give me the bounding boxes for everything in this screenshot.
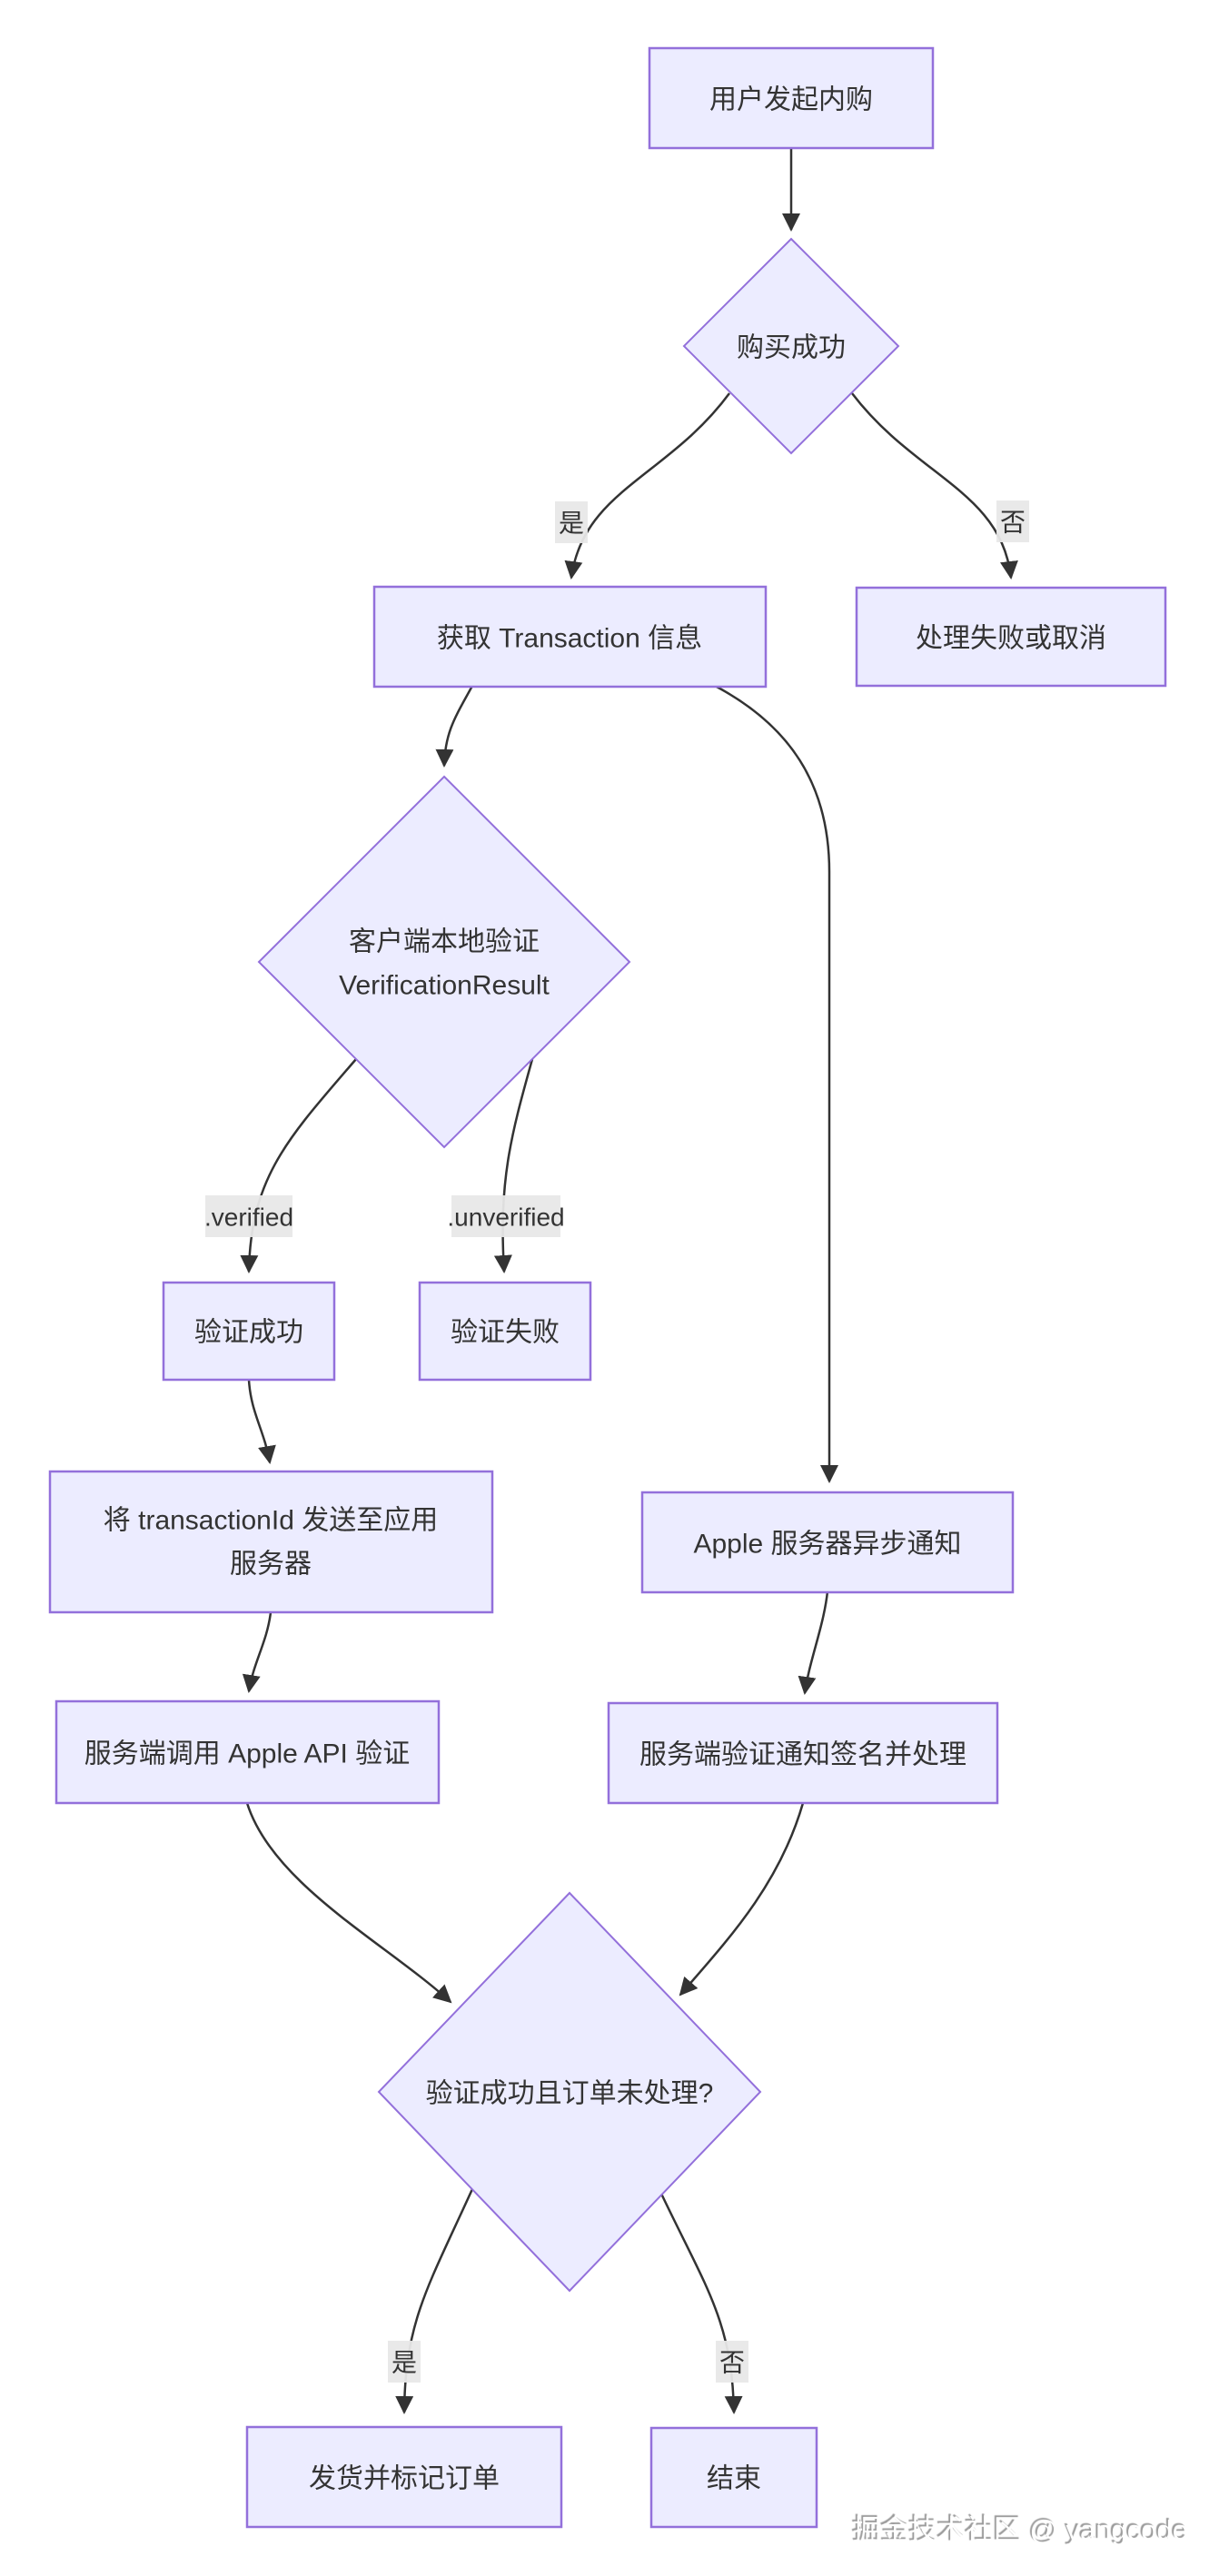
edge-label-bg [388,2341,421,2383]
node-purchase-success-decision: 购买成功 [682,237,900,455]
node-handle-fail: 处理失败或取消 [855,586,1167,688]
node-rect [55,1699,441,1805]
decision-diamond [257,775,631,1149]
edge-send-tid-to-server-api-verify [242,1611,273,1693]
node-rect [640,1491,1015,1594]
node-label: 发货并标记订单 [309,2464,500,2494]
node-rect [649,2426,818,2529]
node-server-notify-verify: 服务端验证通知签名并处理 [607,1701,999,1805]
edge-purchase-success-yes-to-get-transaction [564,392,731,580]
edge-get-transaction-to-client-verify [435,685,474,768]
edge-label-yes-bottom: 是 [388,2341,421,2383]
edge-server-notify-verify-to-order-check [679,1802,805,1996]
node-rect [48,1470,494,1614]
decision-diamond [377,1891,762,2293]
node-rect [607,1701,999,1805]
node-rect [245,2425,563,2529]
node-rect [648,46,935,150]
edge-client-verify-unverified-to-verify-fail [493,1058,534,1273]
edge-labels-layer: 是 否 .verified .unverified 是 否 [204,500,1029,2383]
edge-label-text: 否 [719,2349,745,2377]
edge-label-bg [555,501,588,543]
node-rect [855,586,1167,688]
node-label: 验证成功且订单未处理? [426,2079,714,2109]
node-label-line1: 将 transactionId 发送至应用 [104,1506,438,1536]
edge-label-text: .unverified [447,1204,564,1232]
edge-label-bg [205,1195,292,1237]
node-label: 处理失败或取消 [916,624,1106,654]
node-client-verify-decision: 客户端本地验证 VerificationResult [257,775,631,1149]
node-label: 获取 Transaction 信息 [437,624,702,654]
node-order-check-decision: 验证成功且订单未处理? [377,1891,762,2293]
edge-label-no-top: 否 [996,500,1029,542]
node-apple-notify: Apple 服务器异步通知 [640,1491,1015,1594]
edge-verify-ok-to-send-tid [247,1379,276,1464]
node-label-line1: 客户端本地验证 [349,927,540,957]
edge-server-api-verify-to-order-check [245,1802,452,2004]
decision-diamond [682,237,900,455]
edge-get-transaction-to-apple-notify [714,684,838,1483]
edge-label-unverified: .unverified [447,1195,565,1237]
edge-label-text: 是 [559,510,584,538]
node-server-api-verify: 服务端调用 Apple API 验证 [55,1699,441,1805]
edge-label-no-bottom: 否 [716,2341,748,2383]
node-end: 结束 [649,2426,818,2529]
node-verify-ok: 验证成功 [162,1281,336,1382]
edge-label-bg [996,500,1029,542]
edge-label-text: 否 [1000,509,1026,537]
node-rect [162,1281,336,1382]
node-label: 结束 [707,2464,761,2494]
node-label: 服务端调用 Apple API 验证 [84,1739,410,1769]
node-label: 购买成功 [737,333,846,363]
node-label-line2: VerificationResult [339,971,550,1001]
edge-label-bg [451,1195,560,1237]
node-verify-fail: 验证失败 [418,1281,592,1382]
node-rect [418,1281,592,1382]
node-rect [372,585,768,689]
node-label: 验证成功 [194,1318,303,1348]
node-ship-order: 发货并标记订单 [245,2425,563,2529]
nodes-layer: 用户发起内购 购买成功 获取 Transaction 信息 处理失败或取消 客户… [48,46,1167,2529]
node-label: Apple 服务器异步通知 [693,1530,961,1560]
edge-apple-notify-to-server-notify-verify [798,1590,829,1695]
edge-client-verify-verified-to-verify-ok [240,1058,357,1273]
node-label: 验证失败 [451,1318,560,1348]
node-label: 用户发起内购 [709,85,873,115]
node-label-line2: 服务器 [230,1550,312,1580]
edge-label-text: .verified [204,1204,293,1232]
node-get-transaction: 获取 Transaction 信息 [372,585,768,689]
node-start: 用户发起内购 [648,46,935,150]
node-send-transaction-id: 将 transactionId 发送至应用 服务器 [48,1470,494,1614]
edge-label-verified: .verified [204,1195,293,1237]
edge-label-yes-top: 是 [555,501,588,543]
watermark: 掘金技术社区 @ yangcode [852,2514,1188,2546]
edge-purchase-success-no-to-handle-fail [851,392,1018,580]
edge-label-bg [716,2341,748,2383]
edge-label-text: 是 [391,2349,417,2377]
node-label: 服务端验证通知签名并处理 [639,1740,966,1770]
